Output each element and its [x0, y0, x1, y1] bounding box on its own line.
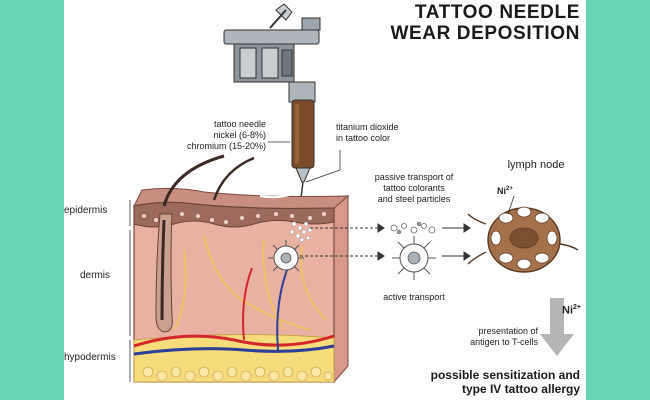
needle-label: tattoo needle nickel (6-8%) chromium (15… [156, 119, 266, 152]
ion-symbol-small: Ni [497, 186, 506, 196]
pigment-label: titanium dioxide in tattoo color [336, 122, 426, 144]
ion-label-large: Ni2+ [562, 302, 581, 317]
needle-label-line-1: tattoo needle [213, 119, 266, 129]
down-arrow-icon [540, 298, 574, 356]
ion-label-small: Ni2+ [497, 184, 513, 197]
particle-cluster-icon [289, 221, 313, 243]
passive-transport-label: passive transport of tattoo colorants an… [364, 172, 464, 205]
pigment-pointer-diagonal [305, 169, 341, 183]
title-line-1: TATTOO NEEDLE [414, 2, 580, 23]
needle-label-line-3: chromium (15-20%) [186, 141, 266, 151]
needle-label-line-2: nickel (6-8%) [213, 130, 266, 140]
tattoo-outline [259, 179, 301, 199]
presentation-line-1: presentation of [478, 326, 538, 336]
active-transport-cell-icon [392, 236, 436, 280]
diagram-title: TATTOO NEEDLE WEAR DEPOSITION [380, 2, 580, 44]
pigment-label-line-1: titanium dioxide [336, 122, 399, 132]
tattoo-machine-icon [223, 3, 321, 199]
diagram-artwork [129, 3, 579, 384]
epidermis-label: epidermis [64, 205, 108, 216]
passive-transport-line-1: passive transport of [374, 172, 454, 182]
conclusion-label: possible sensitization and type IV tatto… [390, 368, 580, 396]
diagram-panel: TATTOO NEEDLE WEAR DEPOSITION tattoo nee… [64, 0, 586, 400]
ion-charge-small: 2+ [506, 186, 513, 192]
title-line-2: WEAR DEPOSITION [390, 23, 580, 44]
macrophage-icon [268, 240, 304, 276]
hypodermis-label: hypodermis [64, 352, 116, 363]
passive-particles-icon [390, 221, 436, 234]
lymph-node-label: lymph node [507, 159, 565, 171]
conclusion-line-2: type IV tattoo allergy [461, 382, 580, 396]
passive-transport-line-2: tattoo colorants [383, 183, 445, 193]
transport-arrows [300, 223, 471, 261]
conclusion-line-1: possible sensitization and [430, 368, 580, 382]
presentation-label: presentation of antigen to T-cells [428, 326, 538, 348]
passive-transport-line-3: and steel particles [377, 194, 451, 204]
lymph-node-icon [467, 195, 579, 273]
pigment-label-line-2: in tattoo color [336, 133, 391, 143]
presentation-line-2: antigen to T-cells [470, 337, 538, 347]
dermis-label: dermis [80, 270, 111, 281]
active-transport-label: active transport [383, 292, 445, 302]
ion-charge-large: 2+ [573, 304, 581, 311]
skin-cross-section-icon [133, 154, 350, 384]
ion-symbol-large: Ni [562, 304, 573, 317]
